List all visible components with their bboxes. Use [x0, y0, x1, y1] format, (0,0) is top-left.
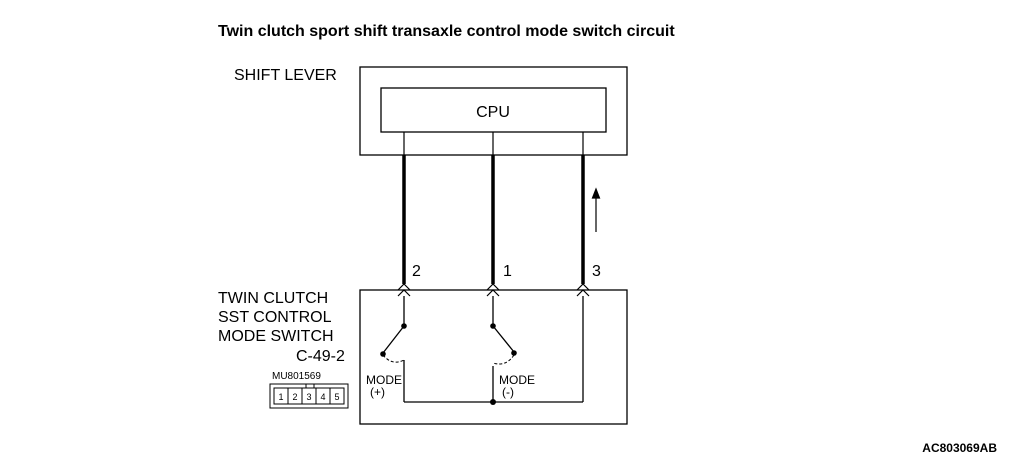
connector-pin-2: 2	[292, 392, 297, 402]
mode-plus-label: MODE	[366, 373, 402, 387]
switch-internal-wiring	[382, 296, 584, 403]
mode-switch-box	[359, 289, 628, 425]
switch-label-line-1: TWIN CLUTCH	[218, 290, 328, 307]
signal-direction-arrow	[591, 187, 601, 232]
mode-minus-sign: (-)	[502, 385, 514, 399]
cpu-label: CPU	[476, 104, 510, 121]
mode-minus-label: MODE	[499, 373, 535, 387]
connector-part-number: MU801569	[272, 371, 321, 382]
switch-label-line-3: MODE SWITCH	[218, 328, 334, 345]
connector-id: C-49-2	[296, 348, 345, 365]
connector-pin-3: 3	[306, 392, 311, 402]
harness-wires	[402, 155, 585, 284]
mode-plus-sign: (+)	[370, 385, 385, 399]
connector-face-icon	[269, 383, 349, 409]
connector-pin-5: 5	[334, 392, 339, 402]
wire-label-pin-3: 3	[592, 263, 601, 280]
connector-pin-1: 1	[278, 392, 283, 402]
switch-contact-dots	[380, 323, 517, 405]
switch-dashed-links	[382, 354, 515, 365]
figure-code: AC803069AB	[922, 441, 997, 455]
cpu-to-box-leads	[403, 132, 584, 155]
shift-lever-label: SHIFT LEVER	[234, 67, 337, 84]
wire-label-pin-2: 2	[412, 263, 421, 280]
connector-pin-4: 4	[320, 392, 325, 402]
switch-label-line-2: SST CONTROL	[218, 309, 332, 326]
diagram-title: Twin clutch sport shift transaxle contro…	[218, 23, 675, 40]
wire-label-pin-1: 1	[503, 263, 512, 280]
